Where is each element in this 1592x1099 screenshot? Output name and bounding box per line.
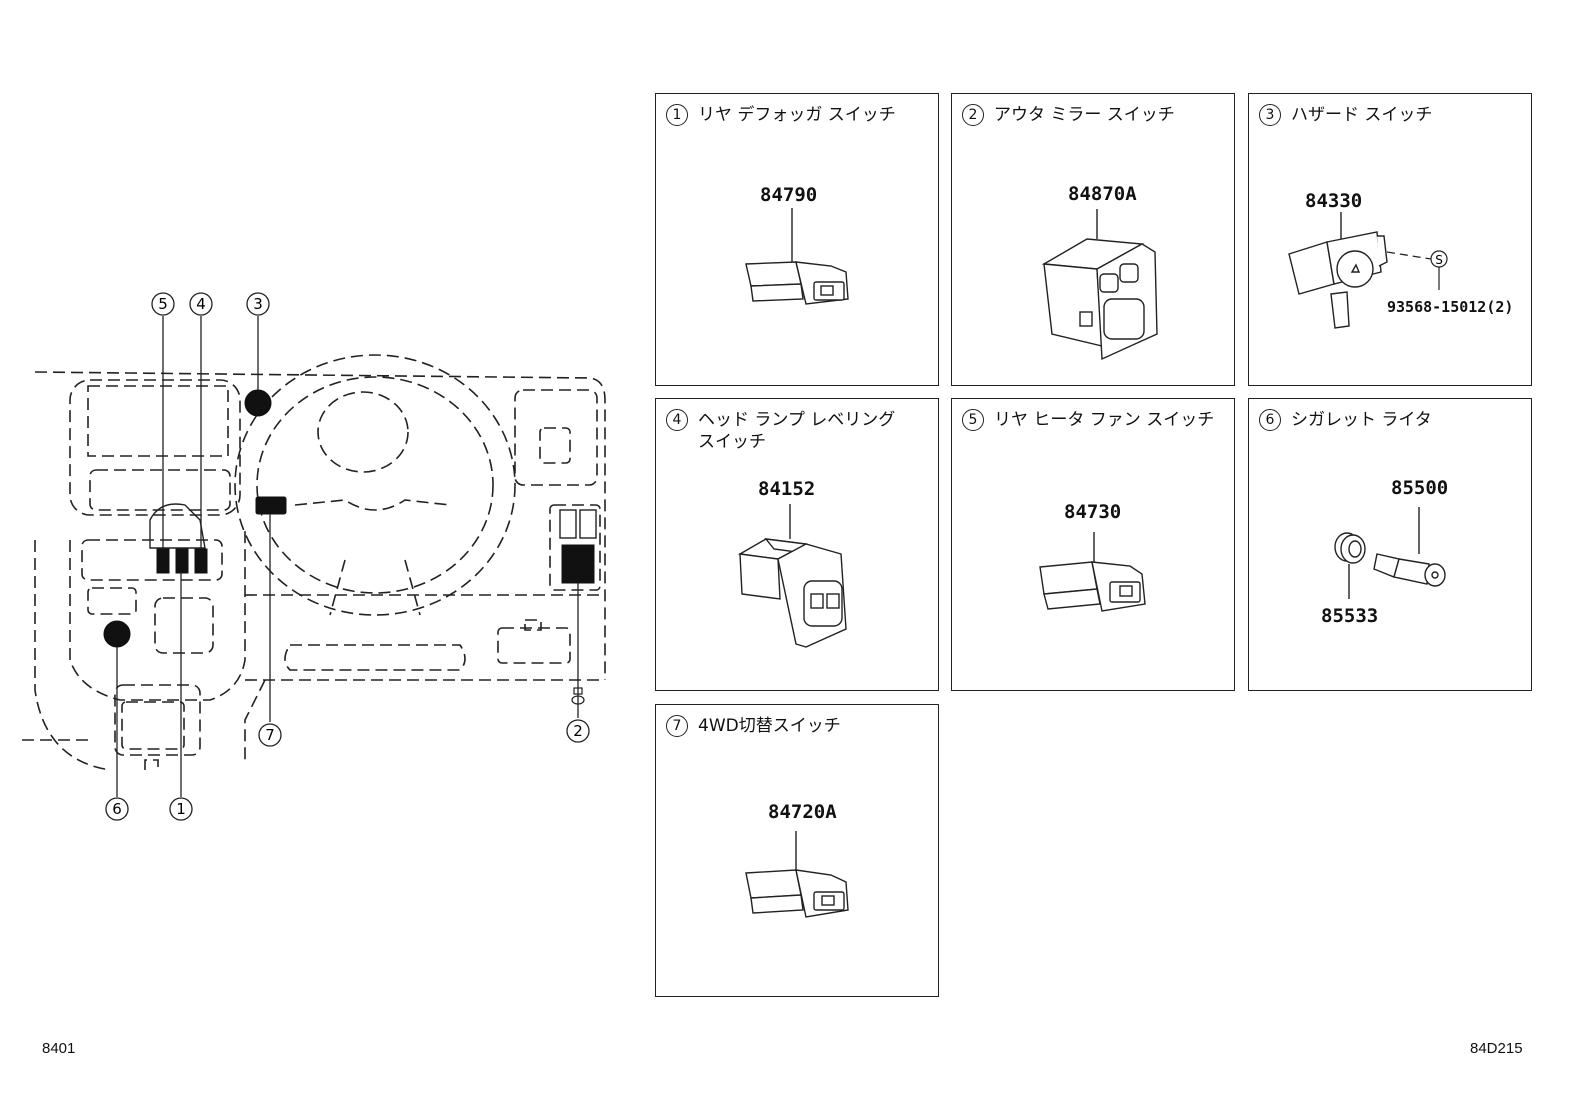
panel-title: リヤ ヒータ ファン スイッチ — [994, 410, 1215, 430]
figure-id-left: 8401 — [42, 1040, 76, 1057]
switch-markers — [103, 389, 595, 648]
callout-5: 5 — [151, 292, 175, 316]
figure-id-right: 84D215 — [1470, 1040, 1523, 1057]
callout-number: 3 — [1259, 104, 1281, 126]
panel-4wd-switch: 7 4WD切替スイッチ 84720A — [655, 704, 939, 997]
hazard-switch-drawing: S — [1288, 212, 1448, 329]
callout-3: 3 — [246, 292, 270, 316]
panel-header: 2 アウタ ミラー スイッチ — [962, 104, 1175, 126]
panel-header: 6 シガレット ライタ — [1259, 409, 1432, 431]
callout-number: 4 — [666, 409, 688, 431]
svg-text:6: 6 — [112, 800, 122, 818]
panel-title: リヤ デフォッガ スイッチ — [698, 105, 896, 125]
cigarette-lighter-marker — [103, 620, 131, 648]
panel-cigarette-lighter: 6 シガレット ライタ 85500 85533 — [1248, 398, 1532, 691]
callout-number: 2 — [962, 104, 984, 126]
rear-defogger-switch-marker — [175, 548, 189, 574]
svg-text:4: 4 — [196, 295, 206, 313]
panel-title: ハザード スイッチ — [1291, 105, 1433, 125]
panel-header: 5 リヤ ヒータ ファン スイッチ — [962, 409, 1214, 431]
rear-heater-fan-switch-drawing — [1039, 532, 1146, 612]
svg-text:5: 5 — [158, 295, 168, 313]
panel-header: 4 ヘッド ランプ レベリング スイッチ — [666, 409, 895, 453]
panel-rear-defogger-switch: 1 リヤ デフォッガ スイッチ 84790 — [655, 93, 939, 386]
panel-header: 3 ハザード スイッチ — [1259, 104, 1432, 126]
part-number: 84790 — [760, 184, 818, 206]
headlamp-leveling-switch-drawing — [737, 504, 847, 648]
svg-text:3: 3 — [253, 295, 263, 313]
svg-text:7: 7 — [265, 726, 275, 744]
panel-title: アウタ ミラー スイッチ — [994, 105, 1175, 125]
panel-title: 4WD切替スイッチ — [698, 716, 841, 736]
mirror-switch-marker — [561, 544, 595, 584]
panel-rear-heater-fan-switch: 5 リヤ ヒータ ファン スイッチ 84730 — [951, 398, 1235, 691]
part-number: 84870A — [1068, 183, 1137, 205]
svg-text:2: 2 — [573, 722, 583, 740]
headlamp-leveling-switch-marker — [194, 548, 208, 574]
hazard-switch-marker — [244, 389, 272, 417]
part-number: 93568-15012(2) — [1387, 298, 1514, 316]
panel-outer-mirror-switch: 2 アウタ ミラー スイッチ 84870A — [951, 93, 1235, 386]
svg-text:1: 1 — [176, 800, 186, 818]
4wd-switch-marker — [255, 496, 287, 515]
part-number: 84152 — [758, 478, 816, 500]
cigarette-lighter-drawing — [1334, 507, 1446, 599]
panel-header: 7 4WD切替スイッチ — [666, 715, 841, 737]
panel-header: 1 リヤ デフォッガ スイッチ — [666, 104, 896, 126]
callout-2: 2 — [566, 719, 590, 743]
overview-callouts: 5 4 3 7 2 6 1 — [105, 292, 590, 821]
callout-number: 5 — [962, 409, 984, 431]
4wd-switch-drawing — [745, 831, 849, 918]
callout-1: 1 — [169, 797, 193, 821]
panel-hazard-switch: S 3 ハザード スイッチ 84330 93568-15012(2) — [1248, 93, 1532, 386]
dashboard-overview: 5 4 3 7 2 6 1 — [22, 292, 606, 821]
panel-title: ヘッド ランプ レベリング スイッチ — [698, 410, 896, 452]
rear-heater-switch-marker — [156, 548, 170, 574]
callout-number: 7 — [666, 715, 688, 737]
part-number: 85533 — [1321, 605, 1379, 627]
callout-7: 7 — [258, 723, 282, 747]
callout-number: 6 — [1259, 409, 1281, 431]
outer-mirror-switch-drawing — [1041, 209, 1158, 361]
panel-headlamp-leveling-switch: 4 ヘッド ランプ レベリング スイッチ 84152 — [655, 398, 939, 691]
callout-4: 4 — [189, 292, 213, 316]
part-number: 84330 — [1305, 190, 1363, 212]
s-mark: S — [1435, 253, 1443, 267]
callout-number: 1 — [666, 104, 688, 126]
part-number: 85500 — [1391, 477, 1449, 499]
dashboard-outline — [22, 354, 606, 771]
panel-title: シガレット ライタ — [1291, 410, 1432, 430]
callout-6: 6 — [105, 797, 129, 821]
rear-defogger-switch-drawing — [745, 208, 849, 305]
part-number: 84720A — [768, 801, 837, 823]
part-number: 84730 — [1064, 501, 1122, 523]
